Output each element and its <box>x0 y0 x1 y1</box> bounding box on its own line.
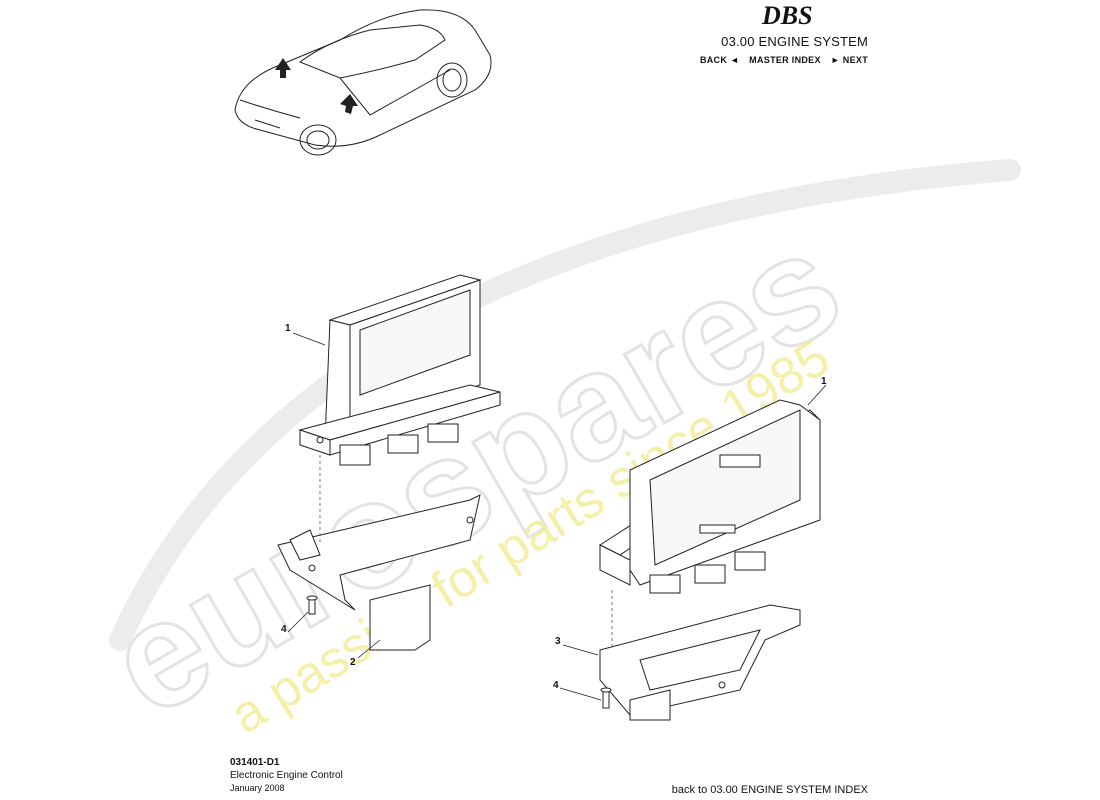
section-title: 03.00 ENGINE SYSTEM <box>721 34 868 49</box>
next-link[interactable]: ► NEXT <box>830 55 868 65</box>
leader-line <box>807 384 827 406</box>
drawing-info: 031401-D1 Electronic Engine Control Janu… <box>230 756 343 795</box>
back-link[interactable]: BACK ◄ <box>699 55 740 65</box>
back-to-index-link[interactable]: back to 03.00 ENGINE SYSTEM INDEX <box>671 784 868 796</box>
leader-line <box>292 332 326 346</box>
nav-bar: BACK ◄ MASTER INDEX ► NEXT <box>700 55 868 65</box>
arrow-icon <box>340 94 358 114</box>
leader-line <box>562 644 599 656</box>
callout-3[interactable]: 3 <box>555 636 561 647</box>
callout-4[interactable]: 4 <box>553 680 559 691</box>
leader-line <box>357 639 381 659</box>
drawing-id: 031401-D1 <box>230 757 280 768</box>
bracket-right <box>599 604 801 721</box>
drawing-date: January 2008 <box>230 783 285 793</box>
dbs-logo: DBS <box>761 1 813 30</box>
leader-line <box>559 687 602 701</box>
bracket-left <box>277 494 481 651</box>
callout-1[interactable]: 1 <box>821 376 827 387</box>
master-index-link[interactable]: MASTER INDEX <box>749 55 821 65</box>
leader-line <box>287 611 309 633</box>
screw-right <box>600 687 612 709</box>
callout-2[interactable]: 2 <box>350 657 356 668</box>
callout-4[interactable]: 4 <box>281 624 287 635</box>
car-thumbnail <box>234 9 492 156</box>
callout-1[interactable]: 1 <box>285 323 291 334</box>
arrow-icon <box>275 58 291 78</box>
screw-left <box>306 595 318 615</box>
ecu-right <box>598 399 821 594</box>
ecu-left <box>298 274 501 466</box>
drawing-title: Electronic Engine Control <box>230 770 343 781</box>
svg-text:DBS: DBS <box>761 1 813 30</box>
